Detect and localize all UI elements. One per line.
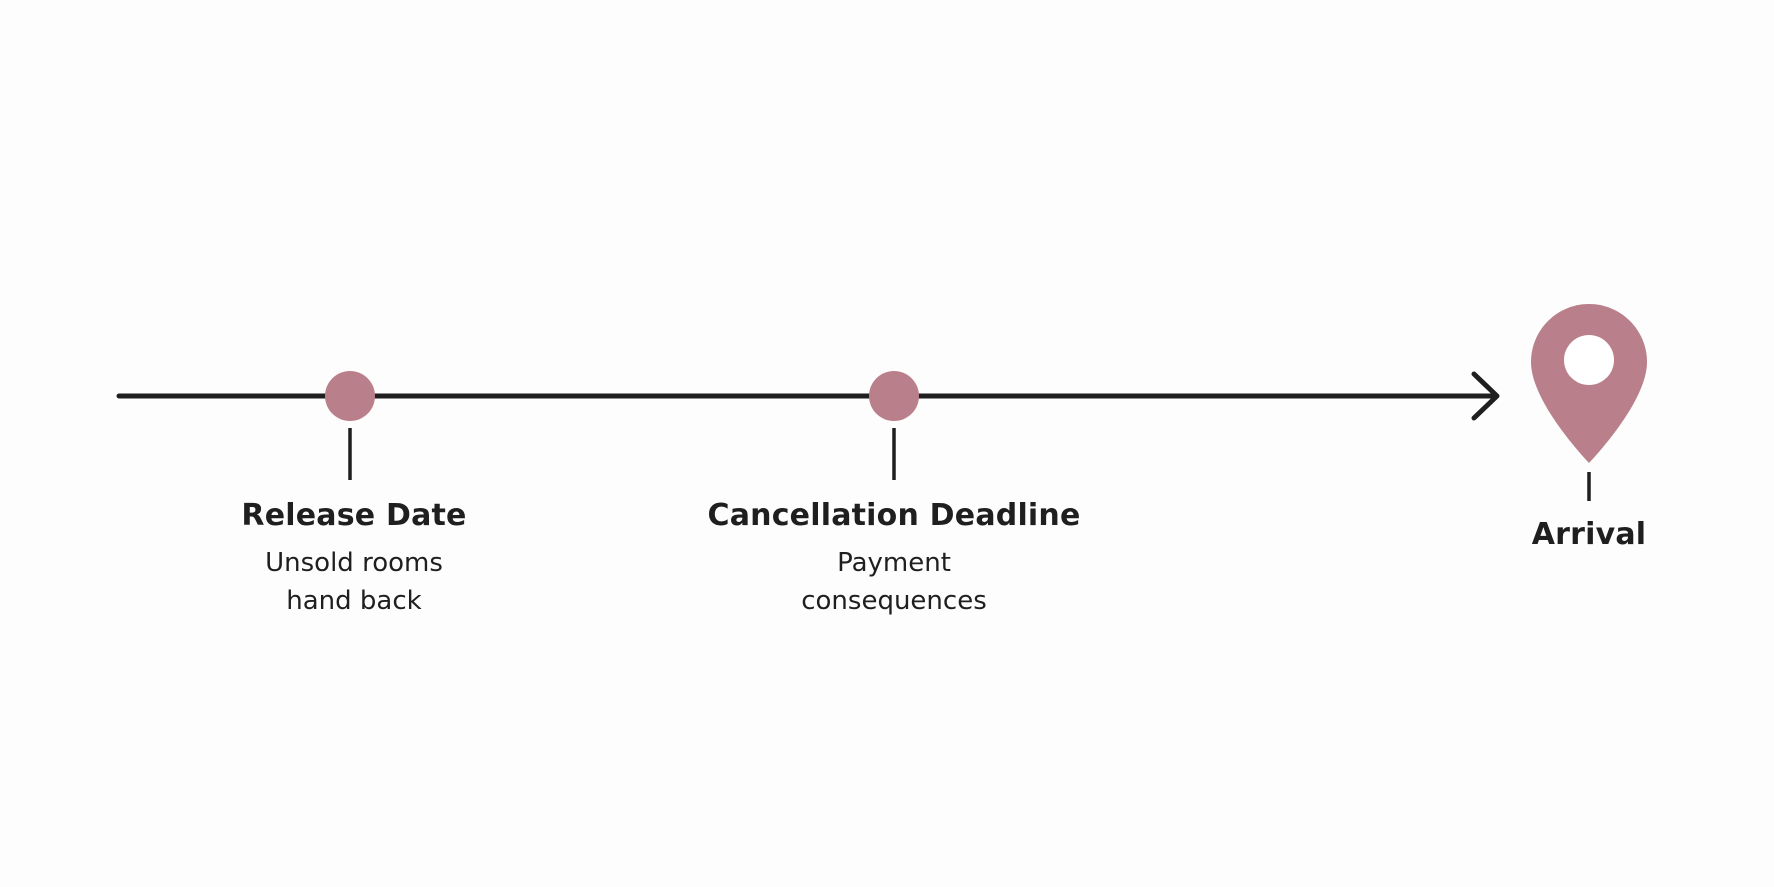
location-pin-icon <box>1531 304 1647 463</box>
release-date-marker <box>325 371 375 421</box>
milestone-description: Payment consequences <box>801 548 987 616</box>
release-date-label: Release Date Unsold rooms hand back <box>241 498 466 620</box>
milestone-title: Arrival <box>1531 517 1647 552</box>
cancellation-deadline-label: Cancellation Deadline Payment consequenc… <box>707 498 1080 620</box>
milestone-title: Cancellation Deadline <box>707 498 1081 533</box>
milestone-title: Release Date <box>241 498 467 533</box>
timeline-arrowhead-icon <box>1471 371 1500 421</box>
cancellation-deadline-marker <box>869 371 919 421</box>
arrival-label: Arrival <box>1532 517 1647 553</box>
milestone-description: Unsold rooms hand back <box>265 548 443 616</box>
